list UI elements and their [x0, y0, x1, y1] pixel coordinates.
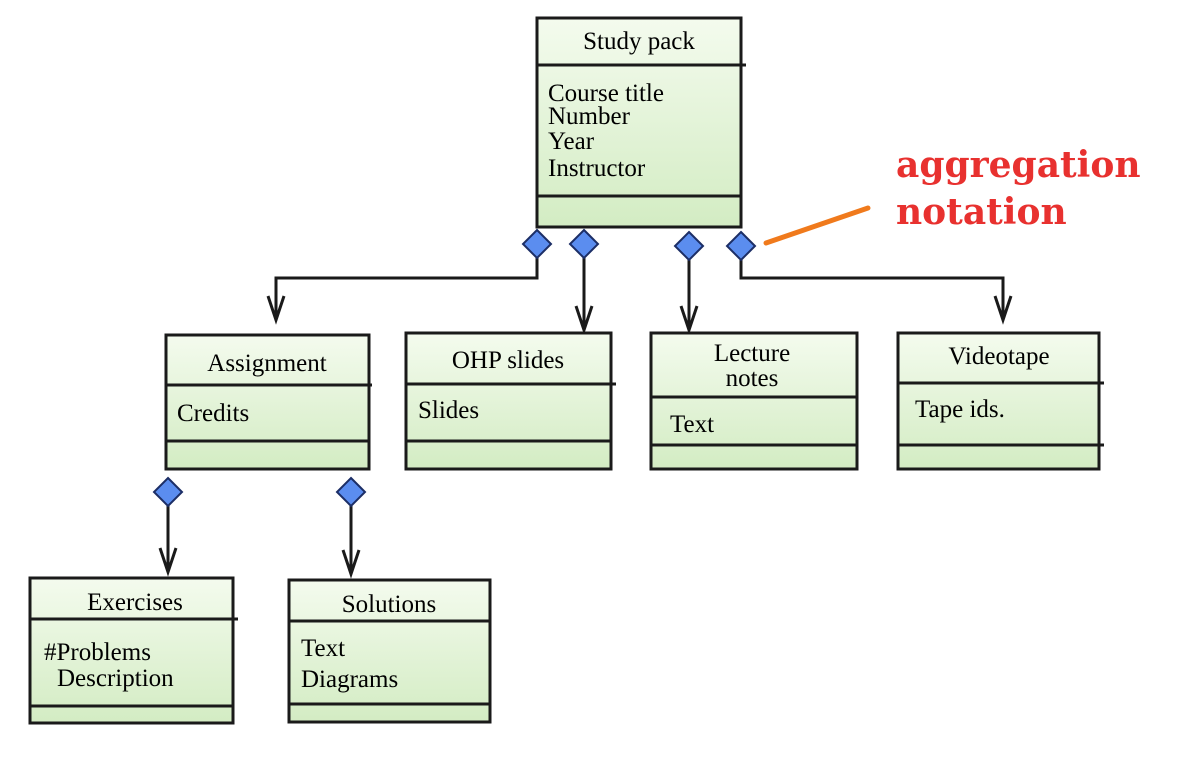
- aggregation-diamond-ohp-slides: [568, 228, 600, 260]
- class-name-lecture-notes-line1: Lecture: [714, 340, 790, 367]
- class-name-ohp-slides: OHP slides: [452, 347, 564, 374]
- annotation-line-aggregation: aggregation: [896, 144, 1141, 186]
- attribute-year: Year: [548, 128, 595, 155]
- class-name-assignment: Assignment: [207, 350, 327, 377]
- attribute-number: Number: [548, 103, 631, 130]
- arrowhead-ohp-slides: [574, 305, 594, 335]
- attribute-instructor: Instructor: [548, 155, 646, 182]
- aggregation-diamond-assignment: [521, 228, 553, 260]
- class-ohp-slides: OHP slides Slides: [404, 331, 616, 471]
- aggregation-diamonds: [152, 228, 757, 508]
- annotation-line-notation: notation: [896, 191, 1067, 233]
- attribute-credits: Credits: [177, 400, 249, 427]
- annotation-pointer: [763, 205, 871, 246]
- aggregation-diamond-lecture-notes: [673, 230, 705, 262]
- arrowhead-assignment: [266, 295, 286, 325]
- arrowhead-videotape: [993, 295, 1013, 325]
- attribute-problems: #Problems: [44, 639, 151, 666]
- attribute-text: Text: [670, 411, 714, 438]
- attribute-diagrams: Diagrams: [301, 666, 398, 693]
- connector-study-pack-to-assignment: [274, 258, 539, 320]
- connectors: [158, 258, 1013, 579]
- attribute-description: Description: [57, 665, 174, 692]
- aggregation-diamond-videotape: [725, 230, 757, 262]
- class-name-study-pack: Study pack: [583, 28, 695, 55]
- class-videotape: Videotape Tape ids.: [896, 331, 1104, 471]
- attribute-text: Text: [301, 635, 345, 662]
- arrowhead-solutions: [341, 549, 361, 579]
- class-name-exercises: Exercises: [87, 589, 183, 616]
- class-name-solutions: Solutions: [342, 591, 436, 618]
- aggregation-diamond-exercises: [152, 476, 184, 508]
- attribute-tape-ids: Tape ids.: [915, 396, 1005, 423]
- annotation-label: aggregation notation: [896, 144, 1141, 233]
- arrowhead-exercises: [158, 547, 178, 577]
- class-name-lecture-notes-line2: notes: [726, 365, 779, 392]
- class-solutions: Solutions Text Diagrams: [287, 578, 492, 724]
- class-lecture-notes: Lecture notes Text: [649, 331, 859, 471]
- connector-study-pack-to-videotape: [739, 258, 1005, 320]
- attribute-course-title: Course title: [548, 80, 664, 107]
- arrowhead-lecture-notes: [679, 305, 699, 335]
- class-exercises: Exercises #Problems Description: [28, 576, 238, 725]
- attribute-slides: Slides: [418, 397, 479, 424]
- class-study-pack: Study pack Course title Number Year Inst…: [535, 16, 746, 229]
- class-assignment: Assignment Credits: [164, 333, 372, 471]
- aggregation-diamond-solutions: [335, 476, 367, 508]
- class-name-videotape: Videotape: [948, 343, 1049, 370]
